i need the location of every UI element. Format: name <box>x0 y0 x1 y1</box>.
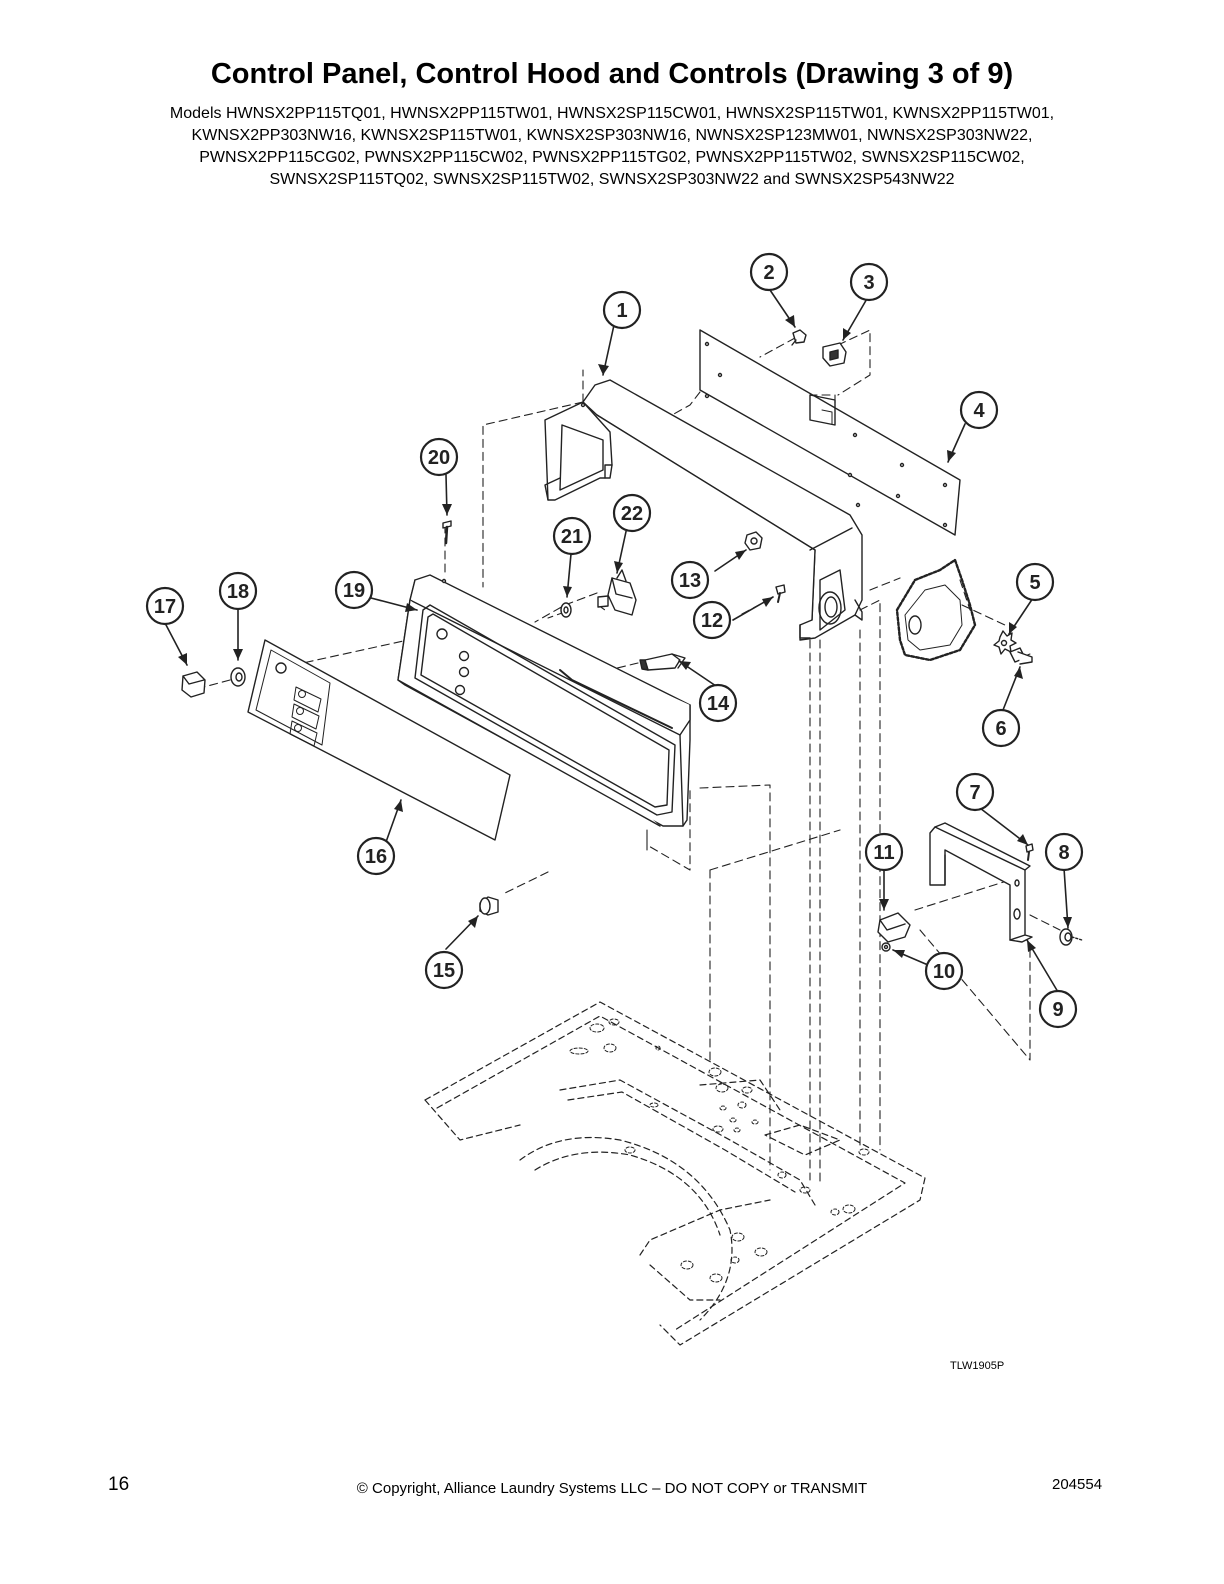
callout-16: 16 <box>365 846 387 868</box>
callout-22: 22 <box>621 503 643 525</box>
model-line: PWNSX2PP115CG02, PWNSX2PP115CW02, PWNSX2… <box>199 149 1025 166</box>
control-panel-backsplash <box>397 574 691 827</box>
page-title: Control Panel, Control Hood and Controls… <box>210 58 1014 90</box>
callout-5: 5 <box>1029 572 1040 594</box>
model-line: Models HWNSX2PP115TQ01, HWNSX2PP115TW01,… <box>169 105 1055 122</box>
model-line: SWNSX2SP115TQ02, SWNSX2SP115TW02, SWNSX2… <box>269 171 955 188</box>
callout-8: 8 <box>1058 842 1069 864</box>
cabinet-top-outline <box>424 1001 926 1346</box>
model-line: KWNSX2PP303NW16, KWNSX2SP115TW01, KWNSX2… <box>191 127 1033 144</box>
callout-20: 20 <box>428 447 450 469</box>
drawing-code: TLW1905P <box>950 1360 1005 1372</box>
callout-18: 18 <box>227 581 249 603</box>
callout-21: 21 <box>561 526 583 548</box>
callout-11: 11 <box>873 842 894 864</box>
mounting-bracket <box>895 558 977 662</box>
callout-19: 19 <box>343 580 365 602</box>
back-panel-plate <box>699 329 961 536</box>
callout-6: 6 <box>995 718 1006 740</box>
document-number: 204554 <box>1052 1476 1103 1493</box>
callout-9: 9 <box>1052 999 1063 1021</box>
callout-7: 7 <box>969 782 980 804</box>
callout-4: 4 <box>973 400 985 422</box>
callout-circles <box>145 252 1084 1029</box>
callout-10: 10 <box>933 961 955 983</box>
page-number: 16 <box>108 1474 130 1495</box>
model-list: Models HWNSX2PP115TQ01, HWNSX2PP115TW01,… <box>100 103 1124 191</box>
control-hood <box>544 379 863 641</box>
callout-1: 1 <box>616 300 627 322</box>
callout-15: 15 <box>433 960 455 982</box>
copyright-notice: © Copyright, Alliance Laundry Systems LL… <box>356 1480 868 1497</box>
control-panel-overlay <box>247 639 511 841</box>
callout-14: 14 <box>707 693 730 715</box>
callout-3: 3 <box>863 272 874 294</box>
small-parts <box>181 329 1083 952</box>
lower-bracket <box>929 822 1033 943</box>
callout-labels: 1 2 3 4 5 6 7 8 9 10 11 12 13 14 15 16 1… <box>154 262 1070 1021</box>
callout-12: 12 <box>701 610 723 632</box>
cabinet-holes <box>569 1018 870 1283</box>
arrow-heads <box>178 315 1072 958</box>
callout-13: 13 <box>679 570 701 592</box>
callout-2: 2 <box>763 262 774 284</box>
callout-17: 17 <box>154 596 176 618</box>
